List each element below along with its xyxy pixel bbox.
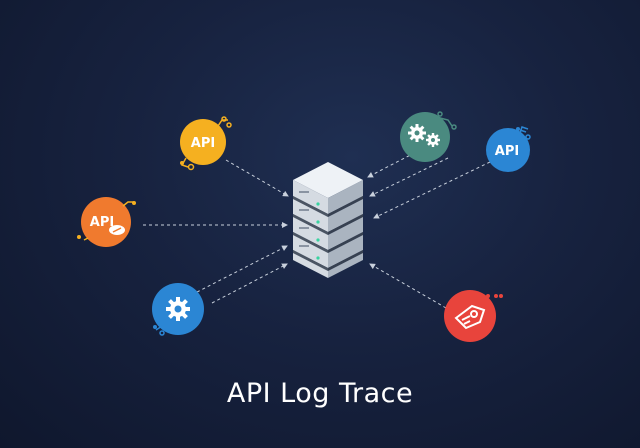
api-badge-blue: API xyxy=(486,126,531,172)
settings-gear-badge-blue xyxy=(152,283,204,336)
api-badge-orange-label: API xyxy=(90,215,114,230)
api-badge-yellow-label: API xyxy=(191,136,215,151)
server-stack-icon xyxy=(293,162,363,278)
page-title: API Log Trace xyxy=(226,378,414,409)
api-badge-orange: API xyxy=(77,197,136,247)
connection-lines xyxy=(143,149,491,309)
gears-badge-teal xyxy=(400,111,457,162)
api-badge-blue-label: API xyxy=(495,144,519,159)
api-badge-yellow: API xyxy=(180,116,232,171)
security-badge-red xyxy=(444,290,503,342)
shield-lock-icon xyxy=(454,304,486,330)
